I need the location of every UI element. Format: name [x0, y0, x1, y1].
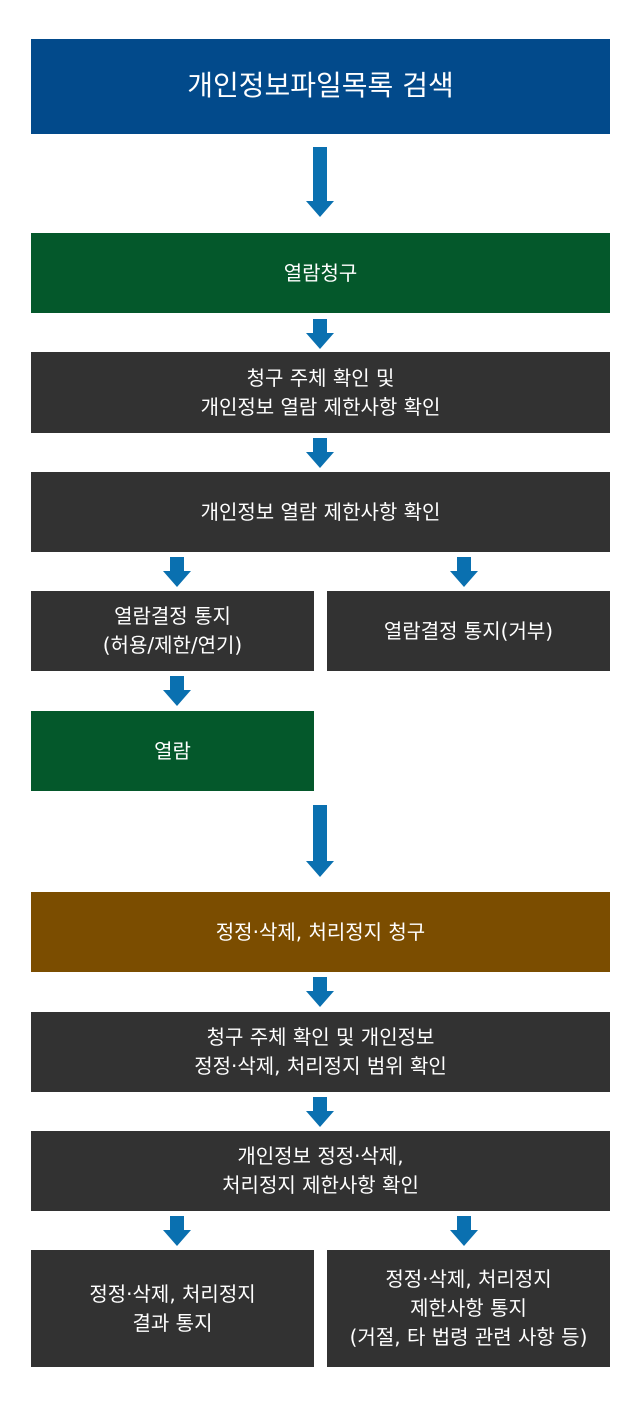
arrow-down-icon: [450, 557, 478, 587]
arrow-down-icon: [306, 805, 334, 877]
step-check-restrictions-line-2: 처리정지 제한사항 확인: [222, 1173, 419, 1197]
step-correction-request: 정정·삭제, 처리정지 청구: [31, 892, 610, 972]
arrow-down-icon: [163, 557, 191, 587]
step-notice-reject: 열람결정 통지(거부): [327, 591, 610, 671]
arrow-down-icon: [306, 147, 334, 217]
step-view-request-label: 열람청구: [283, 260, 358, 285]
step-result-notice-line-1: 정정·삭제, 처리정지: [89, 1281, 256, 1306]
step-search: 개인정보파일목록 검색: [31, 39, 610, 134]
arrow-down-icon: [306, 438, 334, 468]
step-restriction-notice-line-2: 제한사항 통지: [410, 1296, 527, 1320]
step-search-label: 개인정보파일목록 검색: [187, 69, 454, 103]
step-restriction-notice-line-1: 정정·삭제, 처리정지: [385, 1267, 552, 1291]
step-notice-allow-line-1: 열람결정 통지: [114, 604, 231, 628]
step-check-subject-line-2: 개인정보 열람 제한사항 확인: [200, 394, 441, 419]
step-result-notice: 정정·삭제, 처리정지 결과 통지: [31, 1250, 314, 1367]
step-restriction-notice-line-3: (거절, 타 법령 관련 사항 등): [349, 1325, 588, 1349]
step-check-subject: 청구 주체 확인 및 개인정보 열람 제한사항 확인: [31, 352, 610, 433]
step-restriction-notice: 정정·삭제, 처리정지 제한사항 통지 (거절, 타 법령 관련 사항 등): [327, 1250, 610, 1367]
step-check-restrictions: 개인정보 정정·삭제, 처리정지 제한사항 확인: [31, 1131, 610, 1211]
arrow-down-icon: [306, 1097, 334, 1127]
step-check-restrictions-line-1: 개인정보 정정·삭제,: [237, 1144, 404, 1168]
step-check-limits-label: 개인정보 열람 제한사항 확인: [200, 499, 441, 524]
step-check-scope-line-2: 정정·삭제, 처리정지 범위 확인: [194, 1054, 447, 1078]
arrow-down-icon: [450, 1216, 478, 1246]
step-notice-reject-label: 열람결정 통지(거부): [383, 618, 554, 643]
step-check-subject-line-1: 청구 주체 확인 및: [246, 365, 395, 390]
step-check-limits: 개인정보 열람 제한사항 확인: [31, 472, 610, 552]
arrow-down-icon: [163, 676, 191, 706]
arrow-down-icon: [306, 319, 334, 349]
step-view-label: 열람: [154, 738, 191, 763]
step-check-scope-line-1: 청구 주체 확인 및 개인정보: [206, 1025, 435, 1049]
arrow-down-icon: [306, 977, 334, 1007]
step-correction-request-label: 정정·삭제, 처리정지 청구: [215, 919, 426, 944]
step-result-notice-line-2: 결과 통지: [132, 1310, 213, 1335]
step-view: 열람: [31, 711, 314, 791]
arrow-down-icon: [163, 1216, 191, 1246]
step-notice-allow: 열람결정 통지 (허용/제한/연기): [31, 591, 314, 671]
step-notice-allow-line-2: (허용/제한/연기): [102, 633, 243, 657]
step-view-request: 열람청구: [31, 233, 610, 313]
step-check-scope: 청구 주체 확인 및 개인정보 정정·삭제, 처리정지 범위 확인: [31, 1012, 610, 1092]
